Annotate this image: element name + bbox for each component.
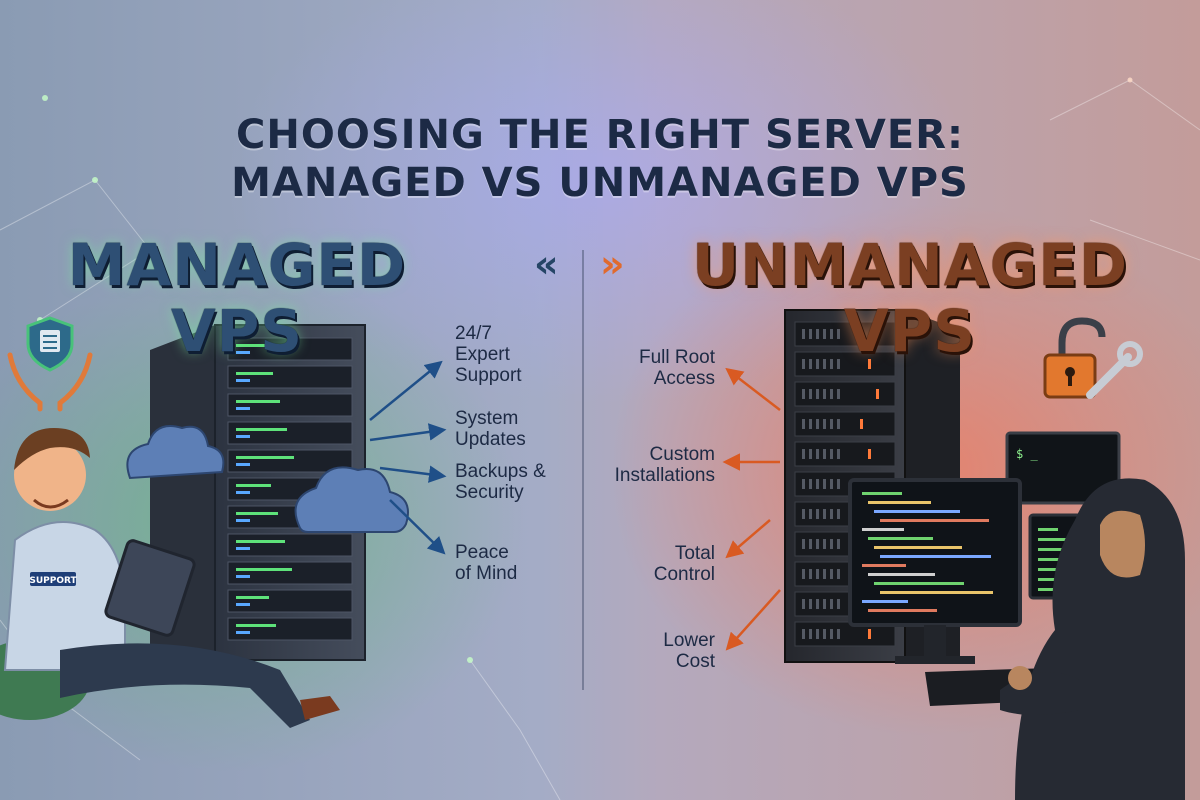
- code-line: [874, 546, 962, 549]
- feature-line: of Mind: [455, 563, 518, 584]
- server-unit: [227, 393, 353, 417]
- managed-feature-backups: Backups & Security: [455, 461, 546, 503]
- code-line: [868, 609, 937, 612]
- feature-line: Control: [653, 564, 715, 585]
- center-divider: [582, 250, 584, 690]
- server-unit: [227, 617, 353, 641]
- managed-feature-peace: Peace of Mind: [455, 542, 517, 584]
- unmanaged-vps-heading: UNMANAGED VPS: [691, 231, 1129, 365]
- managed-vps-heading: MANAGED VPS: [67, 231, 407, 365]
- server-unit: [794, 441, 896, 467]
- feature-line: Custom: [649, 444, 715, 465]
- chevron-right-icon: »: [600, 242, 625, 286]
- managed-arrows: [369, 360, 447, 555]
- support-person: SUPPORT: [0, 428, 340, 728]
- feature-line: Peace: [455, 542, 509, 563]
- server-unit: [227, 421, 353, 445]
- server-unit: [794, 381, 896, 407]
- terminal-monitor: $ _: [1005, 431, 1121, 505]
- code-line: [868, 501, 931, 504]
- feature-line: Installations: [614, 465, 715, 486]
- feature-line: Expert: [455, 344, 510, 365]
- svg-text:SUPPORT: SUPPORT: [29, 576, 77, 586]
- server-unit: [794, 321, 896, 347]
- managed-server-rack: [150, 324, 366, 661]
- server-unit: [227, 365, 353, 389]
- feature-line: System: [455, 408, 519, 429]
- code-line: [1038, 538, 1069, 541]
- feature-line: Full Root: [638, 347, 715, 368]
- unlocked-padlock-wrench-icon: [1043, 317, 1143, 399]
- feature-line: Cost: [675, 651, 715, 672]
- feature-line: Support: [455, 365, 522, 386]
- server-unit: [794, 411, 896, 437]
- server-unit: [227, 589, 353, 613]
- feature-line: Access: [653, 368, 715, 389]
- unmanaged-arrows: [722, 367, 781, 651]
- code-line: [1038, 568, 1062, 571]
- managed-feature-support: 24/7 Expert Support: [455, 323, 522, 386]
- feature-line: Total: [674, 543, 715, 564]
- feature-line: Updates: [455, 429, 526, 450]
- unmanaged-feature-root: Full Root Access: [590, 347, 715, 389]
- code-line: [862, 564, 906, 567]
- code-line: [868, 537, 933, 540]
- server-unit: [227, 337, 353, 361]
- code-line: [1038, 528, 1058, 531]
- feature-line: Security: [455, 482, 524, 503]
- code-line: [1038, 548, 1080, 551]
- server-unit: [227, 533, 353, 557]
- page-title-line-2: MANAGED VS UNMANAGED VPS: [231, 160, 969, 206]
- feature-line: Backups &: [455, 461, 546, 482]
- cloud-icon: [126, 425, 409, 533]
- feature-line: 24/7: [455, 323, 492, 344]
- code-line: [874, 510, 960, 513]
- server-unit: [227, 449, 353, 473]
- server-unit: [794, 351, 896, 377]
- chevron-left-icon: «: [534, 242, 559, 286]
- managed-feature-updates: System Updates: [455, 408, 526, 450]
- server-unit: [227, 561, 353, 585]
- code-line: [862, 600, 908, 603]
- support-badge: [30, 572, 76, 586]
- code-line: [880, 591, 993, 594]
- unmanaged-feature-cost: Lower Cost: [590, 630, 715, 672]
- code-line: [874, 582, 964, 585]
- feature-line: Lower: [663, 630, 715, 651]
- unmanaged-feature-installations: Custom Installations: [590, 444, 715, 486]
- code-monitor: [848, 478, 1022, 664]
- unmanaged-feature-control: Total Control: [590, 543, 715, 585]
- svg-text:$ _: $ _: [1016, 447, 1038, 461]
- shield-server-hands-icon: [7, 316, 93, 412]
- code-line: [880, 555, 991, 558]
- hooded-user: [1000, 478, 1185, 800]
- code-line: [862, 528, 904, 531]
- code-line: [862, 492, 902, 495]
- page-title-line-1: CHOOSING THE RIGHT SERVER:: [236, 112, 964, 158]
- code-line: [868, 573, 935, 576]
- code-line: [880, 519, 989, 522]
